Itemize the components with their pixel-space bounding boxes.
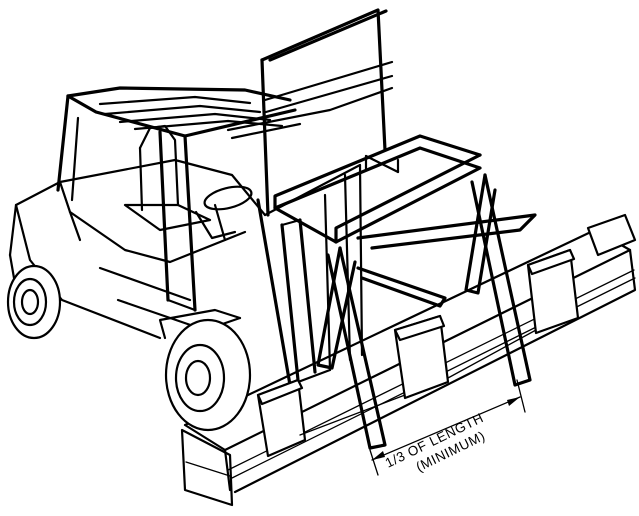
length-dimension: 1/3 OF LENGTH (MINIMUM) <box>369 379 526 476</box>
steering-wheel <box>203 185 253 211</box>
front-wheel <box>158 308 252 432</box>
overhead-guard <box>56 86 297 312</box>
forks <box>356 213 537 308</box>
mast <box>226 8 394 387</box>
spreader-frame <box>273 134 532 450</box>
rear-wheel <box>6 264 62 340</box>
forklift <box>8 86 297 340</box>
crate <box>180 213 637 507</box>
